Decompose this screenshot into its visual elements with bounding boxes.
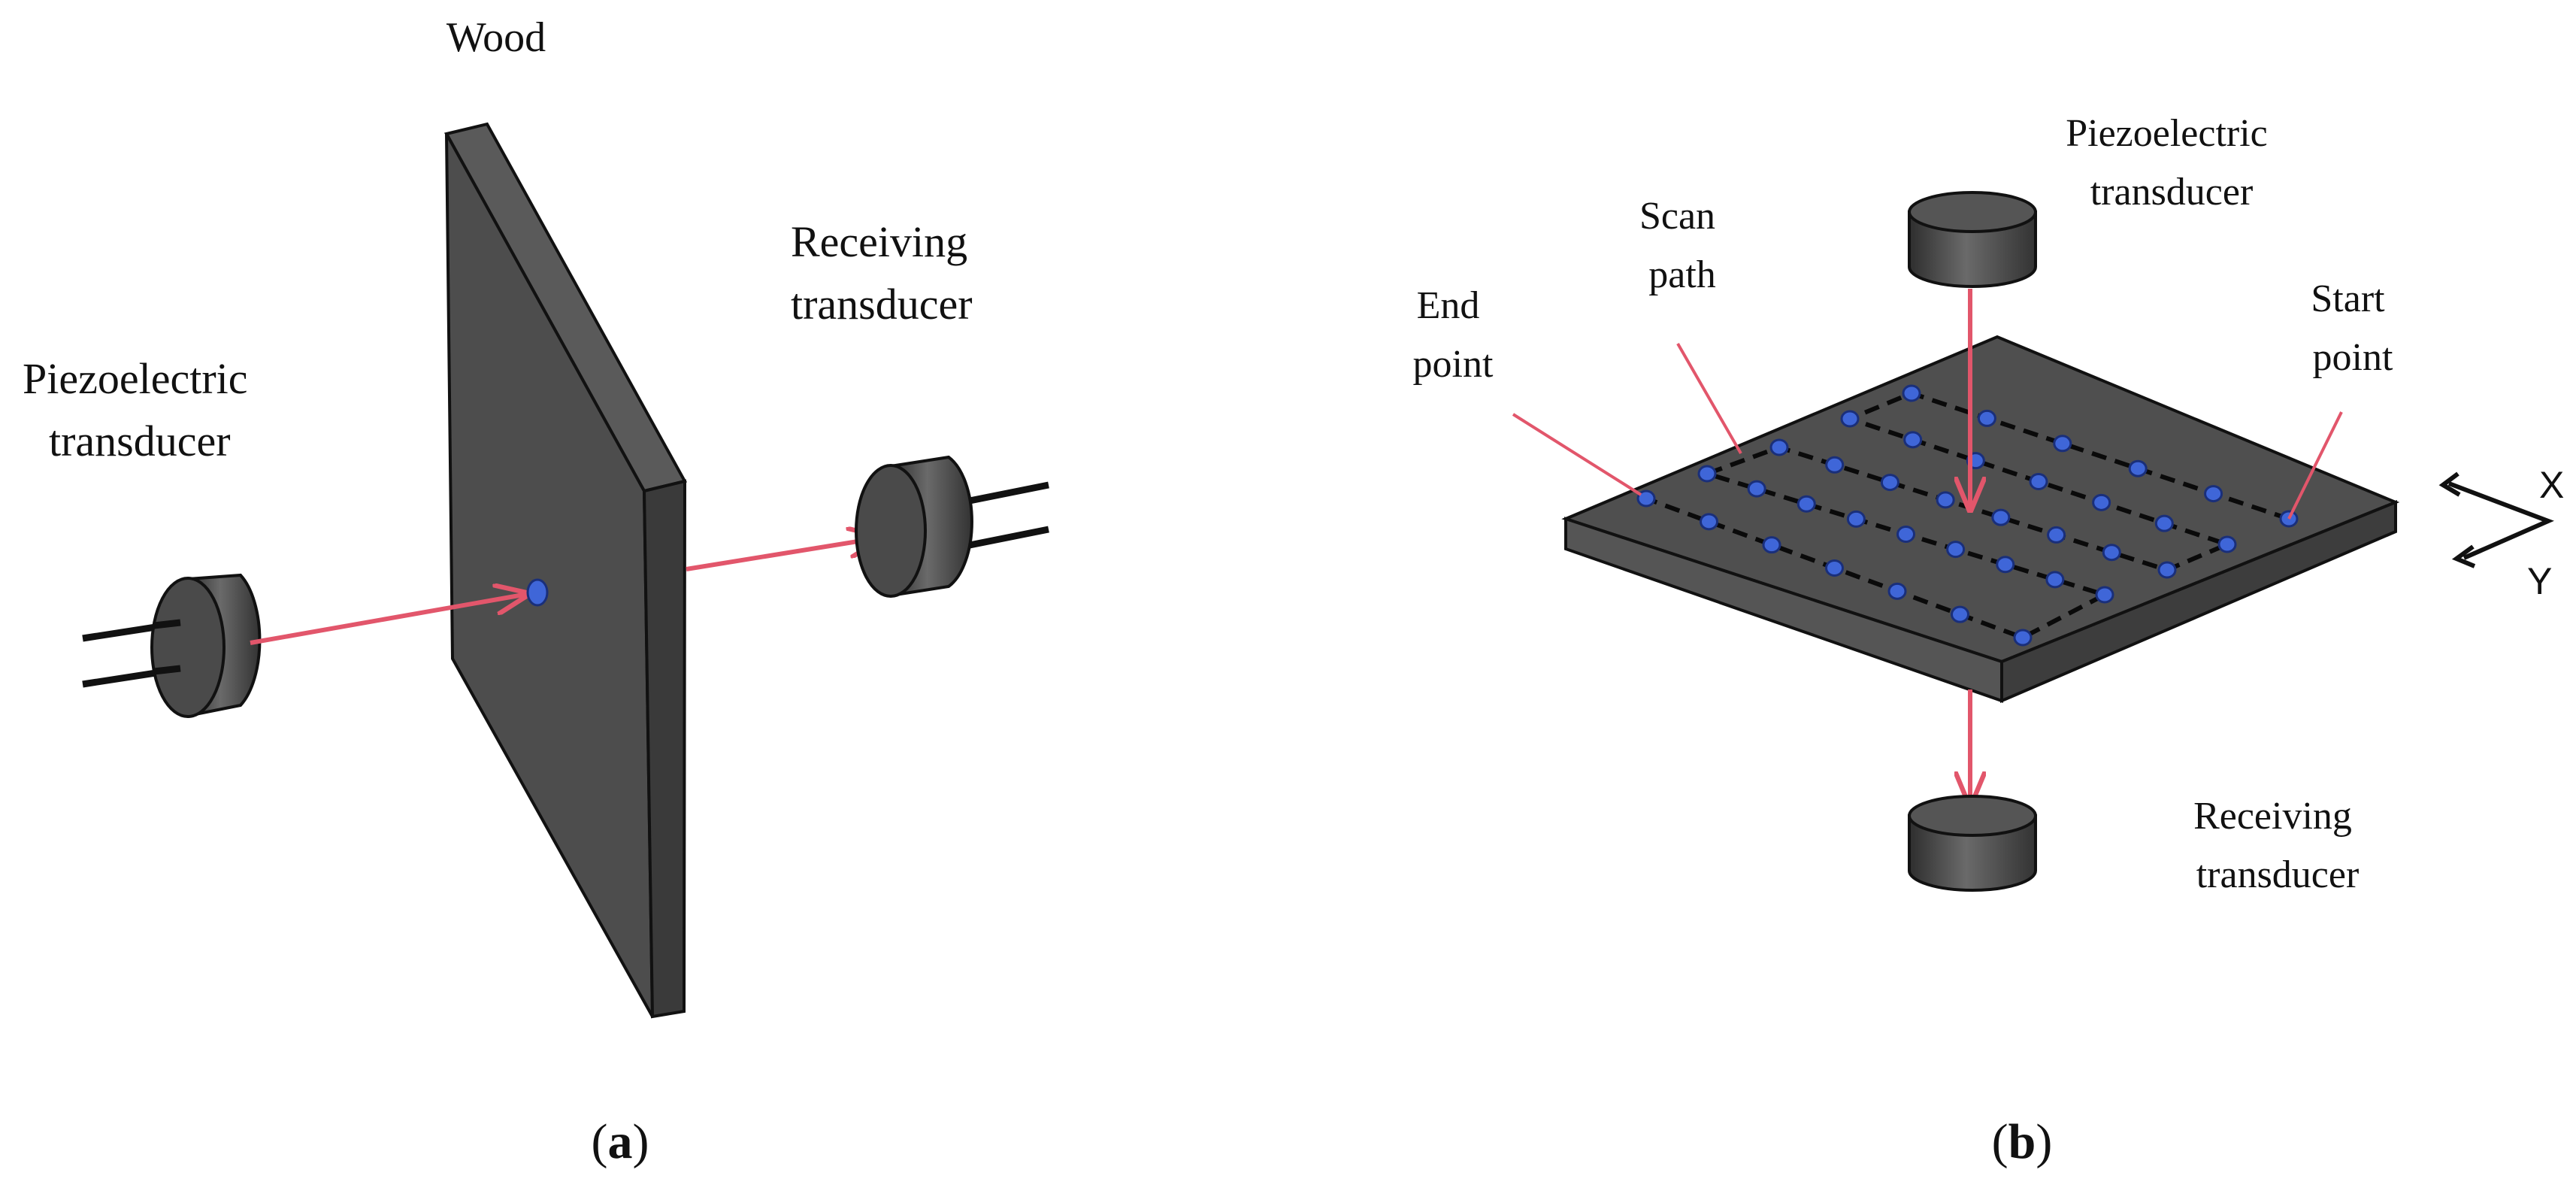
- circle-dot-icon: [2029, 473, 2048, 490]
- circle-dot-icon: [1747, 480, 1766, 498]
- label-line: Start: [2311, 277, 2385, 320]
- circle-dot-icon: [1887, 582, 1907, 600]
- piezo-transducer-label-b: Piezoelectric transducer: [2066, 112, 2278, 214]
- piezo-transducer-label-a: Piezoelectric transducer: [23, 354, 259, 465]
- label-line: Receiving: [2193, 795, 2352, 838]
- label-line: transducer: [49, 417, 231, 465]
- label-line: Piezoelectric: [2066, 112, 2268, 155]
- circle-dot-icon: [1769, 438, 1789, 456]
- cylinder-icon: [1908, 814, 2037, 892]
- end-point-label: End point: [1413, 284, 1494, 386]
- scan-path-leader: [1676, 343, 1742, 454]
- start-point-leader: [2287, 411, 2343, 520]
- wood-plate: [1561, 335, 2400, 704]
- axis-lines: [2447, 481, 2554, 560]
- circle-dot-icon: [2013, 629, 2033, 647]
- label-line: transducer: [2196, 853, 2360, 896]
- cylinder-face: [855, 464, 927, 598]
- circle-dot-icon: [1636, 489, 1656, 508]
- circle-dot-icon: [2128, 459, 2148, 477]
- circle-dot-icon: [1936, 491, 1955, 509]
- axis-y-label: Y: [2527, 560, 2552, 602]
- label-line: point: [2313, 336, 2393, 379]
- circle-dot-icon: [2102, 544, 2121, 562]
- label-line: point: [1413, 343, 1494, 386]
- circle-dot-icon: [2204, 485, 2223, 503]
- circle-dot-icon: [2095, 586, 2114, 604]
- circle-dot-icon: [526, 578, 549, 607]
- circle-dot-icon: [1903, 431, 1923, 449]
- measurement-points: [1636, 384, 2299, 647]
- wave-arrow-transmitted: [686, 538, 881, 571]
- circle-dot-icon: [1896, 526, 1915, 543]
- arrow-left-icon: [2451, 544, 2476, 568]
- end-point-leader: [1512, 413, 1642, 496]
- transducer-wire: [82, 622, 166, 642]
- circle-dot-icon: [2157, 561, 2177, 579]
- cylinder-face: [1908, 795, 2037, 837]
- circle-dot-icon: [1697, 465, 1717, 483]
- circle-dot-icon: [1946, 541, 1966, 559]
- arrow-left-icon: [2438, 471, 2461, 497]
- circle-dot-icon: [1977, 409, 1996, 427]
- piezo-transducer-b: [1908, 191, 2037, 288]
- wood-board: [443, 122, 688, 1019]
- plate-front-right: [2000, 500, 2397, 704]
- scan-path-label: Scan path: [1639, 195, 1725, 296]
- piezo-transducer-a: [82, 573, 262, 718]
- transducer-wire: [153, 619, 181, 629]
- cylinder-icon: [1908, 211, 2037, 288]
- circle-dot-icon: [1797, 495, 1816, 513]
- circle-dot-icon: [1825, 456, 1845, 474]
- circle-dot-icon: [2154, 514, 2174, 532]
- circle-dot-icon: [1840, 410, 1860, 428]
- label-line: transducer: [2090, 171, 2254, 214]
- circle-dot-icon: [1880, 474, 1899, 492]
- label-line: Scan: [1639, 195, 1715, 238]
- circle-dot-icon: [1762, 536, 1781, 554]
- circle-dot-icon: [1902, 384, 1921, 402]
- axis-indicator: X Y: [2438, 464, 2564, 602]
- receiving-transducer-b: [1908, 795, 2037, 892]
- label-line: path: [1648, 253, 1716, 296]
- circle-dot-icon: [1951, 605, 1969, 623]
- start-point-label: Start point: [2311, 277, 2394, 379]
- wood-board-side-edge: [642, 479, 687, 1019]
- receiving-transducer-label-a: Receiving transducer: [791, 217, 979, 329]
- plate-top: [1561, 335, 2400, 664]
- transducer-wire: [82, 668, 166, 688]
- circle-dot-icon: [2092, 493, 2111, 511]
- transducer-wire: [153, 665, 181, 675]
- label-line: transducer: [791, 280, 973, 329]
- circle-dot-icon: [2045, 571, 2065, 589]
- circle-dot-icon: [1846, 510, 1866, 528]
- wood-label: Wood: [446, 14, 546, 61]
- axis-x-label: X: [2539, 464, 2564, 506]
- label-line: End: [1417, 284, 1480, 327]
- label-line: Piezoelectric: [23, 354, 248, 403]
- circle-dot-icon: [1996, 556, 2015, 574]
- caption-a: (a): [592, 1114, 649, 1169]
- wave-arrow-incident: [250, 594, 528, 645]
- panel-a: Wood Piezoelectri: [23, 14, 1049, 1169]
- transducer-wire: [969, 526, 1049, 549]
- receiving-transducer-a: [855, 455, 1049, 598]
- circle-dot-icon: [1825, 559, 1844, 577]
- panel-b: X Y Piezoelectric transducer Scan path E…: [1413, 112, 2565, 1169]
- cylinder-face: [1908, 191, 2037, 233]
- transducer-wire: [969, 481, 1049, 505]
- circle-dot-icon: [2217, 535, 2237, 553]
- receiving-transducer-label-b: Receiving transducer: [2193, 795, 2362, 896]
- cylinder-face: [150, 577, 226, 718]
- circle-dot-icon: [1700, 513, 1718, 531]
- circle-dot-icon: [2053, 435, 2072, 453]
- caption-b: (b): [1992, 1114, 2053, 1169]
- circle-dot-icon: [1991, 508, 2011, 526]
- circle-dot-icon: [2047, 526, 2066, 544]
- label-line: Receiving: [791, 217, 967, 266]
